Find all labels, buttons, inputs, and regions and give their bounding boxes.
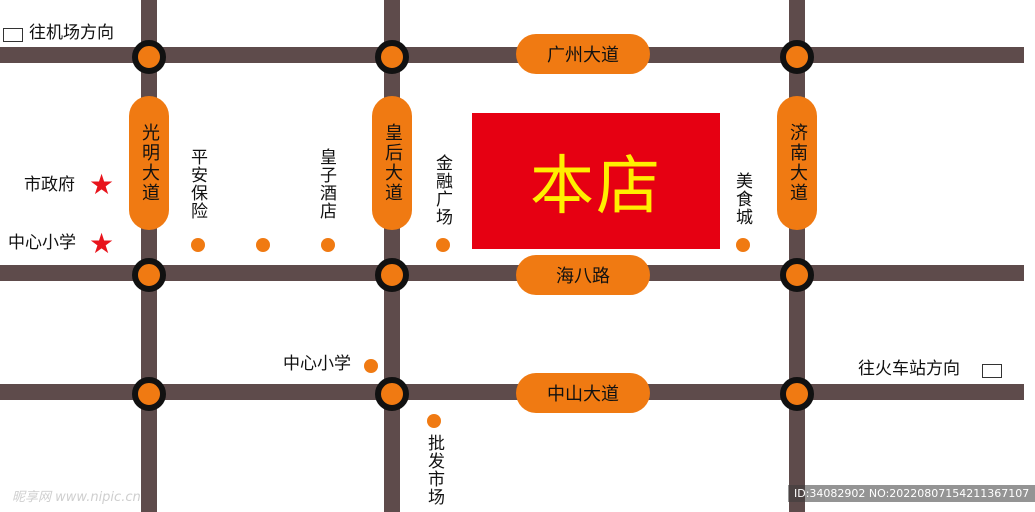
- junction-marker: [375, 258, 409, 292]
- store-location: 本店: [472, 113, 720, 249]
- road-label-guangzhou: 广州大道: [516, 34, 650, 74]
- road-zhongshan-dadao: [0, 384, 1024, 400]
- direction-box-icon: [982, 364, 1002, 378]
- road-label-haiba: 海八路: [516, 255, 650, 295]
- road-label-zhongshan: 中山大道: [516, 373, 650, 413]
- road-huanghou-dadao: [384, 0, 400, 512]
- watermark-logo: 昵享网 www.nipic.cn: [12, 490, 141, 505]
- junction-marker: [375, 40, 409, 74]
- road-haiba-lu: [0, 265, 1024, 281]
- junction-marker: [780, 40, 814, 74]
- road-label-huanghou: 皇后大道: [372, 96, 412, 230]
- landmark-city-hall-label: 市政府: [24, 175, 75, 195]
- road-jinan-dadao: [789, 0, 805, 512]
- road-label-jinan: 济南大道: [777, 96, 817, 230]
- direction-train-station-label: 往火车站方向: [858, 359, 960, 379]
- landmark-food-city-label: 美食城: [732, 172, 752, 226]
- road-label-guangming: 光明大道: [129, 96, 169, 230]
- star-icon: ★: [89, 227, 115, 260]
- junction-marker: [132, 377, 166, 411]
- junction-marker: [132, 40, 166, 74]
- location-dot-icon: [256, 238, 270, 252]
- location-dot-icon: [191, 238, 205, 252]
- location-dot-icon: [736, 238, 750, 252]
- landmark-royal-hotel-label: 皇子酒店: [316, 148, 336, 220]
- direction-airport-label: 往机场方向: [29, 23, 114, 43]
- junction-marker: [780, 258, 814, 292]
- road-guangming-dadao: [141, 0, 157, 512]
- location-dot-icon: [321, 238, 335, 252]
- direction-box-icon: [3, 28, 23, 42]
- road-guangzhou-dadao: [0, 47, 1024, 63]
- landmark-school-dot-label: 中心小学: [283, 354, 351, 374]
- star-icon: ★: [89, 168, 115, 201]
- junction-marker: [375, 377, 409, 411]
- watermark-id: ID:34082902 NO:20220807154211367107: [788, 485, 1035, 502]
- junction-marker: [132, 258, 166, 292]
- landmark-jinrong-label: 金融广场: [432, 154, 452, 226]
- landmark-pingan-label: 平安保险: [187, 148, 207, 220]
- location-dot-icon: [364, 359, 378, 373]
- junction-marker: [780, 377, 814, 411]
- location-dot-icon: [436, 238, 450, 252]
- landmark-school-star-label: 中心小学: [8, 233, 76, 253]
- location-dot-icon: [427, 414, 441, 428]
- landmark-wholesale-label: 批发市场: [424, 434, 444, 506]
